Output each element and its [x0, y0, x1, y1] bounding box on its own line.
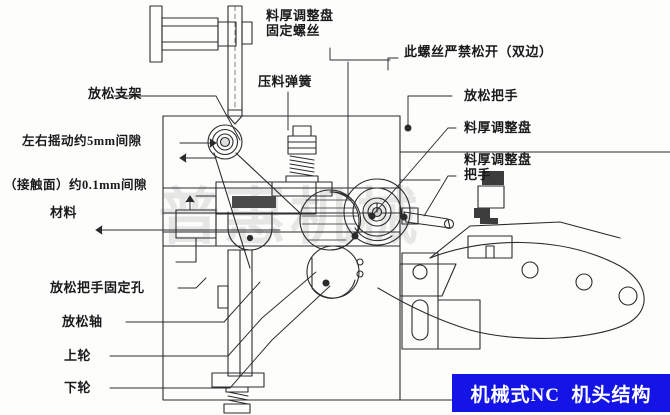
label-thickness-dial-fixing-screw: 料厚调整盘 固定螺丝 [266, 8, 334, 38]
curved-support-arm [377, 221, 645, 339]
label-release-handle: 放松把手 [464, 88, 519, 103]
lower-wheel [306, 245, 364, 299]
release-shaft-column [211, 249, 265, 414]
label-release-bracket: 放松支架 [88, 86, 143, 101]
upper-housing [175, 181, 317, 263]
eccentric-cam [299, 189, 362, 251]
label-thickness-adjust-dial: 料厚调整盘 [464, 120, 532, 135]
right-slot-plate [401, 252, 481, 350]
label-material: 材料 [50, 205, 78, 220]
material-path-rails [162, 187, 401, 247]
fixing-screw-detail [149, 5, 237, 63]
label-release-shaft: 放松轴 [62, 314, 103, 329]
dial-handle-lever [400, 211, 455, 230]
machine-body-outline [162, 115, 670, 401]
thickness-adjust-dial [343, 178, 419, 246]
label-thickness-adjust-dial-handle: 料厚调整盘 把手 [464, 152, 532, 182]
label-pressure-spring: 压料弹簧 [258, 74, 313, 89]
label-release-handle-fixing-hole: 放松把手固定孔 [50, 280, 145, 295]
label-swing-clearance: 左右摇动约5mm间隙 [22, 134, 142, 148]
pressure-spring-assembly [271, 125, 333, 197]
label-lower-wheel: 下轮 [64, 380, 92, 395]
label-contact-clearance: （接触面）约0.1mm间隙 [4, 178, 147, 192]
label-upper-wheel: 上轮 [64, 348, 92, 363]
right-support-block [467, 171, 513, 259]
label-screw-no-loosen: 此螺丝严禁松开（双边） [404, 44, 553, 59]
title-banner: 机械式NC 机头结构 [452, 374, 670, 412]
long-stud-detail [227, 5, 253, 125]
leader-lines [95, 47, 457, 389]
